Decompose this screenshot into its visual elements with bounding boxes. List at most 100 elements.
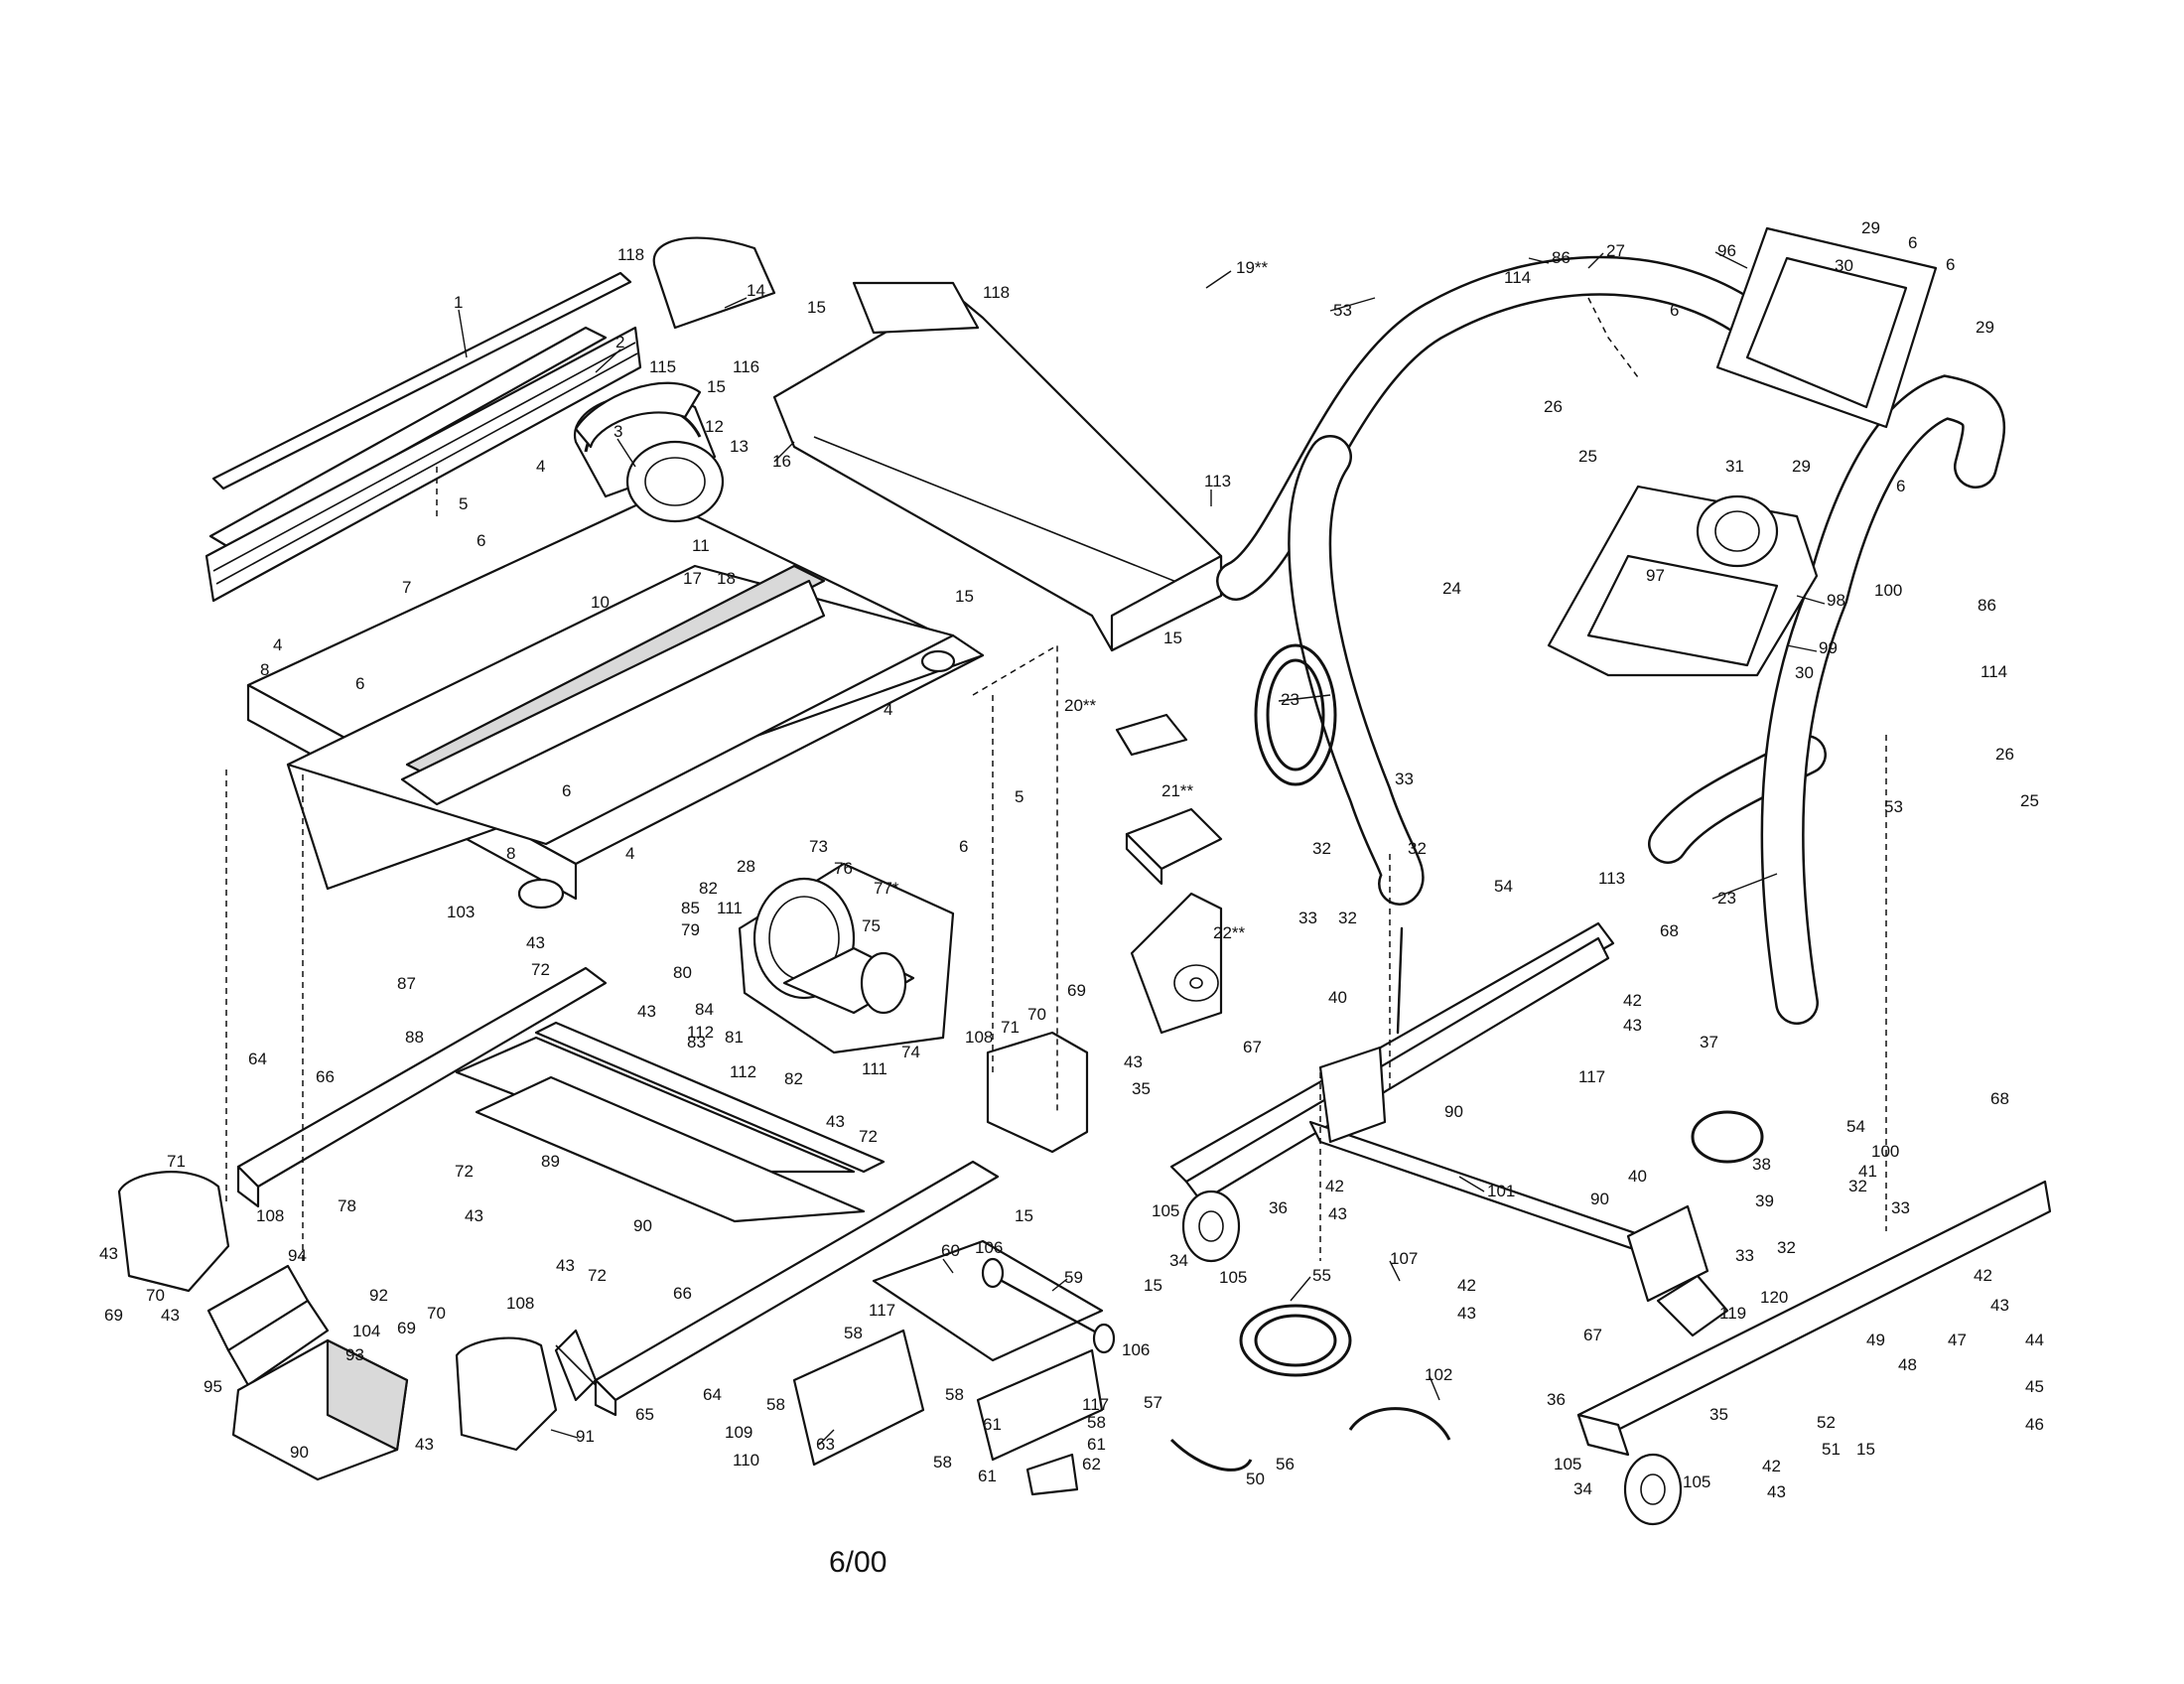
callout-90b: 90	[290, 1443, 309, 1462]
callout-70c: 70	[427, 1304, 446, 1323]
callout-6f: 6	[1946, 255, 1955, 274]
callout-35a: 35	[1132, 1079, 1151, 1098]
callout-19: 19**	[1236, 258, 1269, 277]
callout-114b: 114	[1980, 662, 2007, 681]
callout-67a: 67	[1243, 1038, 1262, 1056]
callout-87: 87	[397, 974, 416, 993]
callout-31: 31	[1725, 457, 1744, 476]
drive-motor	[738, 862, 955, 1054]
callout-102: 102	[1425, 1365, 1452, 1384]
callout-119: 119	[1719, 1304, 1746, 1323]
callout-90d: 90	[1590, 1190, 1609, 1208]
controller-board	[206, 1264, 409, 1481]
callout-68b: 68	[1990, 1089, 2009, 1108]
callout-4c: 4	[884, 700, 892, 719]
callout-42a: 42	[1623, 991, 1642, 1010]
callout-43l: 43	[1990, 1296, 2009, 1315]
callout-60: 60	[941, 1241, 960, 1260]
callout-93: 93	[345, 1345, 364, 1364]
callout-51: 51	[1822, 1440, 1841, 1459]
callout-72d: 72	[588, 1266, 607, 1285]
callout-labels: 1 2 3 4 5 6 7 8 4 6 10 11 12 13 14 15 15…	[99, 218, 2044, 1501]
callout-33d: 33	[1735, 1246, 1754, 1265]
callout-81: 81	[725, 1028, 744, 1047]
callout-82b: 82	[784, 1069, 803, 1088]
callout-90c: 90	[1444, 1102, 1463, 1121]
callout-65: 65	[635, 1405, 654, 1424]
callout-80: 80	[673, 963, 692, 982]
callout-64a: 64	[248, 1050, 267, 1068]
callout-35b: 35	[1709, 1405, 1728, 1424]
callout-64b: 64	[703, 1385, 722, 1404]
callout-117c: 117	[1578, 1067, 1605, 1086]
callout-1: 1	[454, 293, 463, 312]
callout-112a: 112	[687, 1023, 714, 1042]
callout-111b: 111	[862, 1059, 887, 1078]
walking-belt-and-deck	[246, 494, 985, 910]
callout-71a: 71	[1001, 1018, 1020, 1037]
callout-25a: 25	[1578, 447, 1597, 466]
callout-61a: 61	[983, 1415, 1002, 1434]
callout-69a: 69	[1067, 981, 1086, 1000]
callout-12: 12	[705, 417, 724, 436]
callout-76: 76	[834, 859, 853, 878]
callout-86b: 86	[1978, 596, 1996, 615]
callout-22: 22**	[1213, 923, 1246, 942]
callout-63: 63	[816, 1435, 835, 1454]
callout-106b: 106	[1122, 1340, 1150, 1359]
callout-100b: 100	[1871, 1142, 1899, 1161]
callout-61b: 61	[1087, 1435, 1106, 1454]
callout-43f: 43	[99, 1244, 118, 1263]
callout-69b: 69	[104, 1306, 123, 1325]
callout-109: 109	[725, 1423, 752, 1442]
callout-4b: 4	[273, 635, 282, 654]
callout-110: 110	[733, 1451, 759, 1470]
roller-and-plates	[792, 1239, 1116, 1496]
callout-32e: 32	[1777, 1238, 1796, 1257]
callout-72c: 72	[859, 1127, 878, 1146]
callout-45: 45	[2025, 1377, 2044, 1396]
callout-116: 116	[733, 357, 759, 376]
callout-2: 2	[615, 333, 624, 351]
callout-40a: 40	[1328, 988, 1347, 1007]
callout-57: 57	[1144, 1393, 1162, 1412]
side-rails	[205, 271, 642, 603]
callout-73: 73	[809, 837, 828, 856]
callout-54b: 54	[1846, 1117, 1865, 1136]
callout-88: 88	[405, 1028, 424, 1047]
callout-69c: 69	[397, 1319, 416, 1337]
callout-108b: 108	[256, 1206, 284, 1225]
callout-6g: 6	[1670, 301, 1679, 320]
callout-46: 46	[2025, 1415, 2044, 1434]
callout-36b: 36	[1547, 1390, 1566, 1409]
base-frame-right	[1169, 921, 2052, 1457]
callout-17: 17	[683, 569, 702, 588]
callout-43h: 43	[556, 1256, 575, 1275]
callout-33b: 33	[1298, 909, 1317, 927]
callout-18: 18	[717, 569, 736, 588]
callout-58b: 58	[844, 1324, 863, 1342]
callout-106a: 106	[975, 1238, 1003, 1257]
callout-105b: 105	[1219, 1268, 1247, 1287]
callout-40b: 40	[1628, 1167, 1647, 1186]
callout-105d: 105	[1683, 1473, 1710, 1491]
callout-8: 8	[260, 660, 269, 679]
callout-84: 84	[695, 1000, 714, 1019]
callout-41: 41	[1858, 1162, 1877, 1181]
manual-and-media	[1115, 713, 1223, 1035]
callout-105c: 105	[1554, 1455, 1581, 1474]
callout-20: 20**	[1064, 696, 1097, 715]
callout-29b: 29	[1976, 318, 1994, 337]
callout-43m: 43	[1457, 1304, 1476, 1323]
callout-25b: 25	[2020, 791, 2039, 810]
callout-15c: 15	[955, 587, 974, 606]
callout-118a: 118	[617, 245, 644, 264]
callout-66b: 66	[673, 1284, 692, 1303]
callout-37: 37	[1700, 1033, 1718, 1052]
callout-14: 14	[747, 281, 765, 300]
callout-15f: 15	[1144, 1276, 1162, 1295]
callout-113a: 113	[1204, 472, 1231, 491]
callout-21: 21**	[1161, 781, 1194, 800]
callout-74: 74	[901, 1043, 920, 1061]
